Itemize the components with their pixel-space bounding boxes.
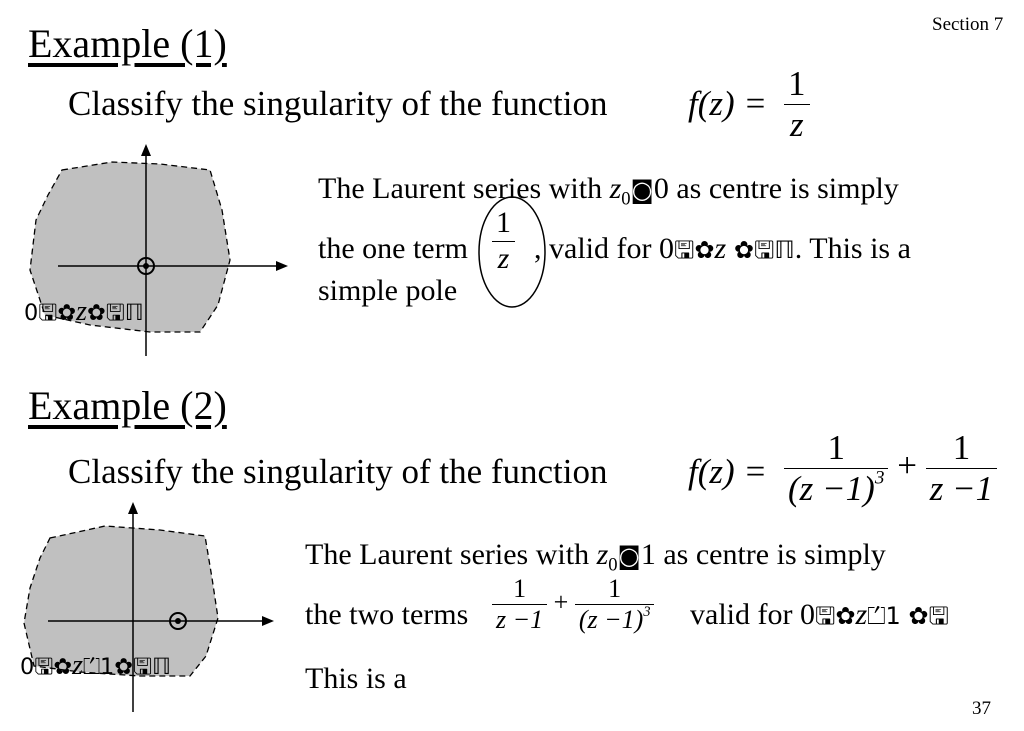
example2-function-lhs: f(z) = [688, 452, 768, 491]
example1-function-denominator: z [789, 105, 804, 145]
example1-region-label: 0🖫✿z✿🖫ℿ [24, 296, 144, 327]
example1-region [29, 161, 231, 333]
example1-prompt: Classify the singularity of the function [68, 84, 608, 123]
example1-region-diagram [29, 144, 288, 356]
example2-line2-end: valid for 0🖫✿z⏍1 ✿🖫 [690, 598, 949, 631]
example2-singularity-ring [169, 612, 187, 630]
example2-heading: Example (2) [28, 383, 227, 428]
example1-function-fraction: 1 z [784, 64, 810, 146]
example2-prompt: Classify the singularity of the function [68, 452, 608, 491]
animation-mask [426, 655, 566, 705]
example2-x-arrow [262, 616, 274, 626]
example1-x-arrow [276, 261, 288, 271]
example2-y-arrow [128, 502, 138, 514]
example2-function-rhs: 1 (z −1)3 + 1 z −1 [784, 428, 998, 510]
example2-line1: The Laurent series with z0◙1 as centre i… [305, 538, 886, 576]
example1-line2-start: the one term [318, 232, 468, 265]
example1-term-fraction: 1 z [492, 206, 515, 276]
section-label: Section 7 [932, 14, 1004, 35]
example1-heading: Example (1) [28, 21, 227, 66]
example2-line2-start: the two terms [305, 598, 469, 631]
example1-line2-end: , valid for 0🖫✿z ✿🖫ℿ. This is a [534, 232, 911, 265]
example2-singularity-dot [175, 618, 181, 624]
example2-line3: This is a [305, 662, 407, 695]
example1-function-lhs: f(z) = [688, 84, 768, 123]
example1-singularity-dot [143, 263, 149, 269]
example1-function-numerator: 1 [784, 64, 810, 106]
example1-term-ellipse [478, 196, 546, 308]
page-number: 37 [972, 698, 991, 719]
example1-line1: The Laurent series with z0◙0 as centre i… [318, 172, 899, 210]
example1-line3: simple pole [318, 274, 458, 307]
example2-region-diagram [23, 502, 274, 712]
example1-singularity-ring [137, 257, 155, 275]
example1-y-arrow [141, 144, 151, 156]
example2-terms: 1 z −1 + 1 (z −1)3 [492, 574, 655, 635]
example2-region-label: 0🖫✿z⏍1✿🖫ℿ [20, 650, 172, 681]
example2-region [23, 525, 219, 677]
